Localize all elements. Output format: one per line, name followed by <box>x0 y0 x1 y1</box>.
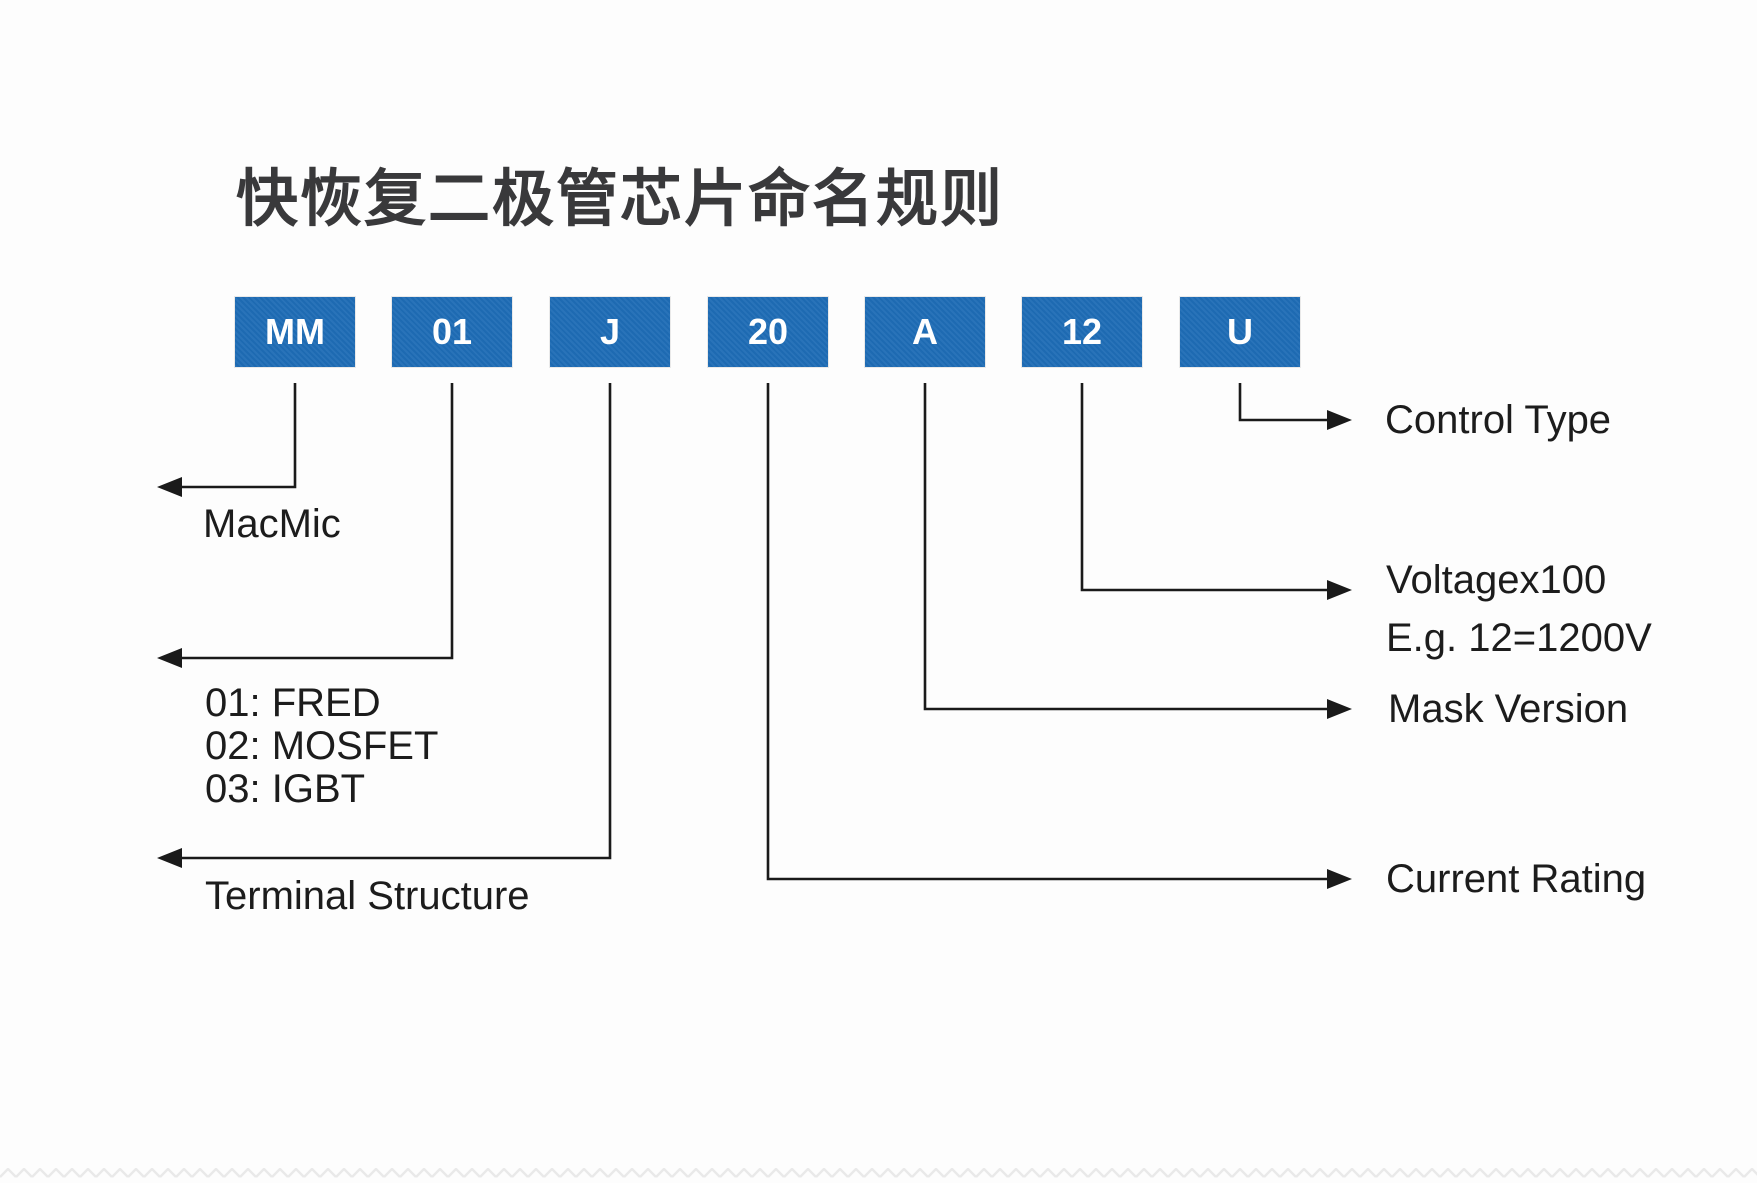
device-type-code-fred: 01: FRED <box>205 681 381 725</box>
code-box-current-rating: 20 <box>708 297 828 367</box>
arrowhead-left-device-type <box>157 648 182 668</box>
code-box-label: 20 <box>747 311 789 352</box>
code-box-label: J <box>599 311 621 352</box>
connector-terminal-structure <box>179 383 612 860</box>
voltage-rule-line: Voltagex100 <box>1386 558 1607 602</box>
arrowhead-right-mask-version <box>1327 699 1352 719</box>
label-current-rating: Current Rating <box>1386 857 1647 901</box>
device-type-code-igbt: 03: IGBT <box>205 767 366 811</box>
connector-voltage <box>1080 383 1329 592</box>
device-type-code-mosfet: 02: MOSFET <box>205 724 439 768</box>
bottom-edge-texture <box>0 1165 1757 1178</box>
arrowhead-left-terminal-structure <box>157 848 182 868</box>
code-box-label: MM <box>265 311 325 352</box>
label-device-type-codes: 01: FRED 02: MOSFET 03: IGBT <box>205 682 438 811</box>
label-terminal-structure: Terminal Structure <box>205 874 530 918</box>
code-box-manufacturer: MM <box>235 297 355 367</box>
code-box-label: 01 <box>431 311 473 352</box>
code-box-mask-version: A <box>865 297 985 367</box>
code-box-voltage: 12 <box>1022 297 1142 367</box>
label-macmic: MacMic <box>203 502 341 546</box>
page-title: 快恢复二极管芯片命名规则 <box>236 165 1005 234</box>
connector-mask-version <box>923 383 1329 711</box>
label-mask-version: Mask Version <box>1388 687 1629 731</box>
arrowhead-right-current-rating <box>1327 869 1352 889</box>
label-control-type: Control Type <box>1385 398 1612 442</box>
connector-macmic <box>179 383 297 489</box>
label-voltage: Voltagex100 E.g. 12=1200V <box>1386 551 1652 667</box>
arrowhead-right-voltage <box>1327 580 1352 600</box>
code-box-control-type: U <box>1180 297 1300 367</box>
voltage-example-line: E.g. 12=1200V <box>1386 616 1652 660</box>
connector-control-type <box>1238 383 1329 422</box>
connector-current-rating <box>766 383 1329 881</box>
code-box-label: 12 <box>1061 311 1103 352</box>
connector-device-type <box>179 383 454 660</box>
arrowhead-left-macmic <box>157 477 182 497</box>
code-box-terminal-structure: J <box>550 297 670 367</box>
code-box-label: U <box>1227 311 1253 352</box>
code-box-label: A <box>912 311 938 352</box>
code-box-device-type: 01 <box>392 297 512 367</box>
arrowhead-right-control-type <box>1327 410 1352 430</box>
